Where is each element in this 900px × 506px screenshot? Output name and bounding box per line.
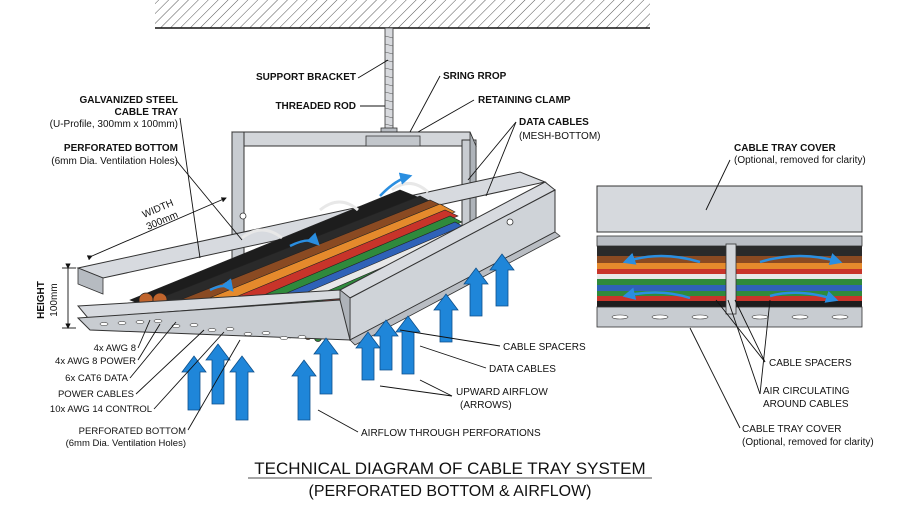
label-perf-bottom-low-1: PERFORATED BOTTOM	[79, 426, 186, 437]
label-support-bracket: SUPPORT BRACKET	[256, 72, 356, 83]
label-upward-airflow-2: (ARROWS)	[460, 400, 512, 411]
label-cover-bot-2: (Optional, removed for clarity)	[742, 437, 874, 448]
label-data-cables-top: DATA CABLES	[519, 117, 589, 128]
label-height-1: HEIGHT	[36, 281, 47, 319]
label-spring-rop: SRING RROP	[443, 71, 507, 82]
label-data-cables-top-sub: (MESH-BOTTOM)	[519, 131, 600, 142]
title-line-2: (PERFORATED BOTTOM & AIRFLOW)	[309, 483, 592, 500]
label-power-cables: POWER CABLES	[58, 389, 134, 400]
threaded-rod	[380, 27, 398, 141]
label-side-spacers: CABLE SPACERS	[769, 358, 852, 369]
cable-airflow-swirls	[209, 172, 413, 292]
dimension-lines	[62, 197, 227, 329]
label-upward-airflow-1: UPWARD AIRFLOW	[456, 387, 548, 398]
label-threaded-rod: THREADED ROD	[275, 101, 356, 112]
title-line-1: TECHNICAL DIAGRAM OF CABLE TRAY SYSTEM	[254, 459, 645, 478]
label-airflow-perforations: AIRFLOW THROUGH PERFORATIONS	[361, 428, 541, 439]
label-galvanized-2: CABLE TRAY	[114, 107, 178, 118]
label-awg8-power: 4x AWG 8 POWER	[55, 356, 136, 367]
labels: SUPPORT BRACKET THREADED ROD SRING RROP …	[36, 71, 874, 449]
label-galvanized-3: (U-Profile, 300mm x 100mm)	[50, 119, 178, 130]
label-perforated-2: (6mm Dia. Ventilation Holes)	[51, 156, 178, 167]
side-section	[596, 185, 863, 328]
label-cover-bot-1: CABLE TRAY COVER	[742, 424, 841, 435]
label-awg14: 10x AWG 14 CONTROL	[50, 404, 152, 415]
label-air-circ-2: AROUND CABLES	[763, 399, 849, 410]
label-cover-top-1: CABLE TRAY COVER	[734, 143, 836, 154]
label-awg8: 4x AWG 8	[94, 343, 136, 354]
leader-lines	[129, 59, 771, 433]
label-cable-spacers: CABLE SPACERS	[503, 342, 586, 353]
label-air-circ-1: AIR CIRCULATING	[763, 386, 850, 397]
upward-airflow-arrows	[181, 253, 515, 421]
label-data-cables-mid: DATA CABLES	[489, 364, 556, 375]
label-galvanized-1: GALVANIZED STEEL	[79, 95, 178, 106]
diagram-title: TECHNICAL DIAGRAM OF CABLE TRAY SYSTEM (…	[248, 459, 652, 500]
label-cover-top-2: (Optional, removed for clarity)	[734, 155, 866, 166]
label-perforated-1: PERFORATED BOTTOM	[64, 143, 178, 154]
label-cat6: 6x CAT6 DATA	[65, 373, 128, 384]
label-retaining-clamp: RETAINING CLAMP	[478, 95, 571, 106]
label-perf-bottom-low-2: (6mm Dia. Ventilation Holes)	[66, 438, 186, 449]
label-height-2: 100mm	[49, 283, 60, 316]
ceiling	[155, 0, 650, 29]
